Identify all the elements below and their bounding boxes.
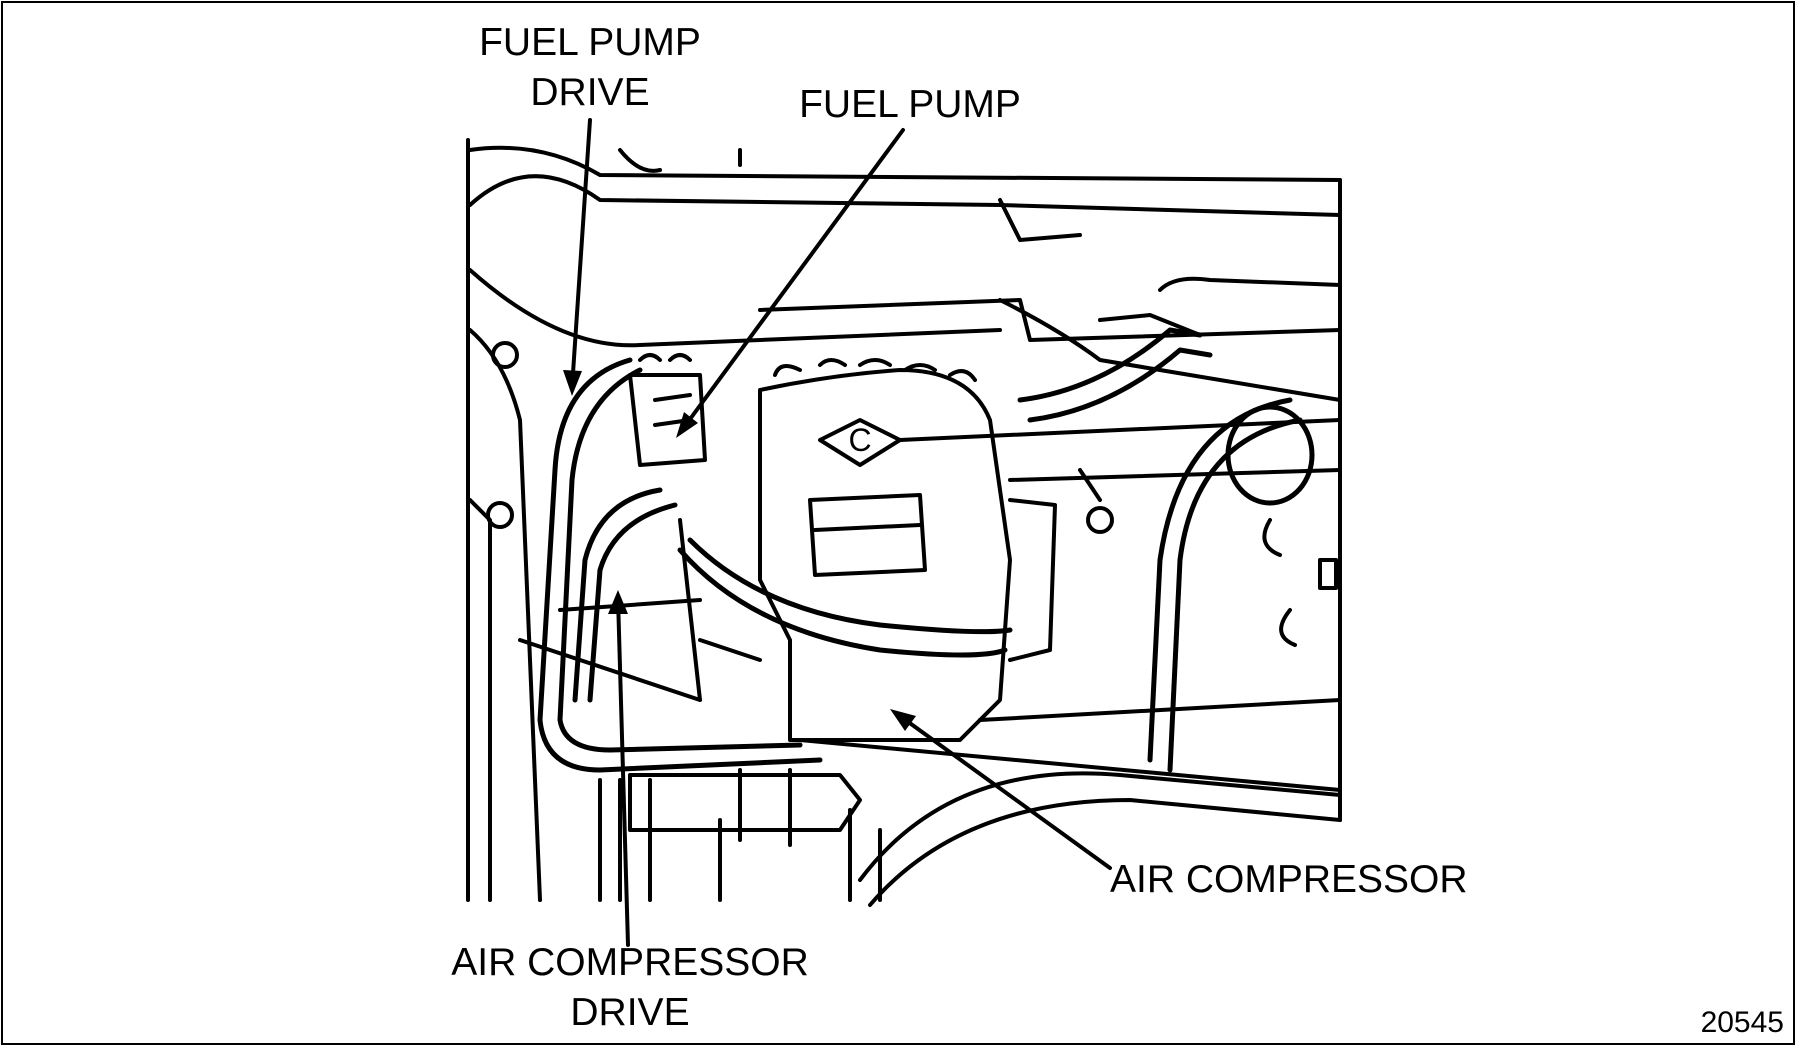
fuel-pump-drive-label-line1: FUEL PUMP bbox=[479, 21, 701, 64]
svg-text:C: C bbox=[848, 422, 871, 458]
fuel-pump-drive-label: FUEL PUMP DRIVE bbox=[440, 18, 740, 118]
air-compressor-label-text: AIR COMPRESSOR bbox=[1110, 858, 1468, 901]
leader-lines bbox=[563, 118, 1112, 947]
fuel-pump-body bbox=[628, 353, 707, 467]
hoses bbox=[537, 327, 1315, 773]
air-compressor-drive-label-line2: DRIVE bbox=[570, 991, 690, 1034]
fuel-pump-label: FUEL PUMP bbox=[770, 80, 1050, 130]
air-compressor-drive-label-line1: AIR COMPRESSOR bbox=[451, 941, 809, 984]
air-compressor-body: C bbox=[678, 358, 1057, 742]
lower-fittings bbox=[598, 313, 1202, 902]
fuel-pump-drive-label-line2: DRIVE bbox=[530, 71, 650, 114]
engine-block bbox=[466, 138, 1342, 907]
air-compressor-label: AIR COMPRESSOR bbox=[1110, 855, 1510, 905]
fuel-pump-label-text: FUEL PUMP bbox=[799, 83, 1021, 126]
figure-number: 20545 bbox=[1700, 1006, 1784, 1039]
air-compressor-drive-label: AIR COMPRESSOR DRIVE bbox=[420, 938, 840, 1038]
